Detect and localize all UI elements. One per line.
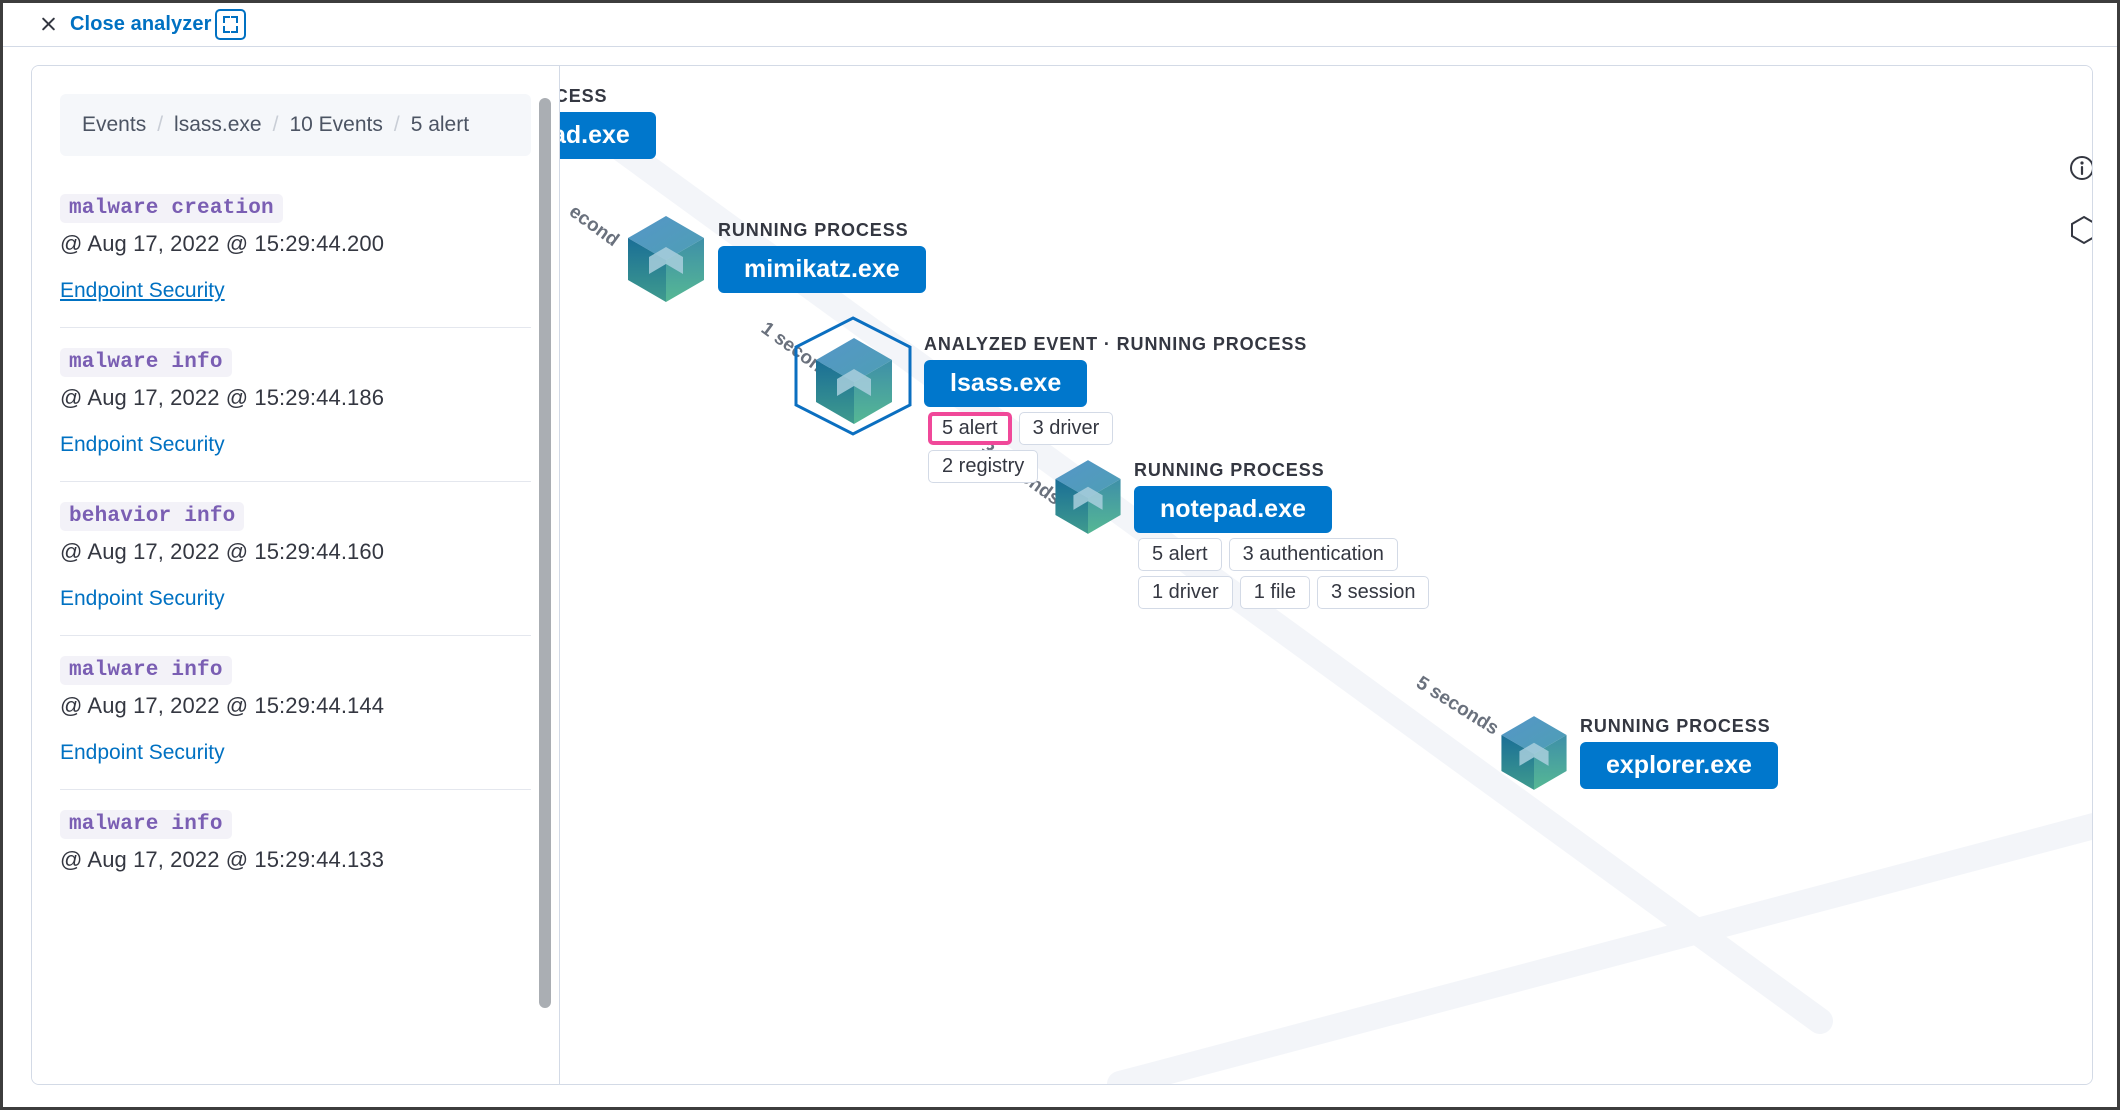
node-kind: ROCESS <box>560 86 608 106</box>
node-pill-alert[interactable]: 5 alert <box>1138 538 1222 571</box>
breadcrumb-item[interactable]: 10 Events <box>289 113 383 136</box>
node-pill-driver[interactable]: 1 driver <box>1138 576 1233 609</box>
event-source-link[interactable]: Endpoint Security <box>60 279 225 302</box>
event-list-item[interactable]: malware info @ Aug 17, 2022 @ 15:29:44.14… <box>60 636 531 790</box>
event-list-item[interactable]: malware info @ Aug 17, 2022 @ 15:29:44.18… <box>60 328 531 482</box>
event-timestamp: @ Aug 17, 2022 @ 15:29:44.144 <box>60 693 385 718</box>
event-kind-badge: behavior info <box>60 502 245 531</box>
event-source-link[interactable]: Endpoint Security <box>60 741 225 764</box>
breadcrumb-separator: / <box>157 113 164 136</box>
info-icon[interactable] <box>2068 154 2092 182</box>
breadcrumb: Events / lsass.exe / 10 Events / 5 alert <box>60 94 531 156</box>
node-pill-session[interactable]: 3 session <box>1316 576 1430 609</box>
event-timestamp: @ Aug 17, 2022 @ 15:29:44.200 <box>60 231 385 256</box>
node-kind: RUNNING PROCESS <box>1134 460 1325 480</box>
node-title[interactable]: lsass.exe <box>924 360 1088 407</box>
node-pill-file[interactable]: 1 file <box>1239 576 1310 609</box>
process-cube-icon <box>816 338 892 424</box>
fullscreen-icon[interactable] <box>215 9 247 40</box>
event-timestamp: @ Aug 17, 2022 @ 15:29:44.160 <box>60 539 385 564</box>
node-title[interactable]: mimikatz.exe <box>718 246 926 293</box>
process-cube-icon <box>1055 460 1121 534</box>
event-list-item[interactable]: behavior info @ Aug 17, 2022 @ 15:29:44.1… <box>60 482 531 636</box>
event-kind-badge: malware creation <box>60 194 283 223</box>
node-pill-registry[interactable]: 2 registry <box>928 450 1039 483</box>
event-list: malware creation @ Aug 17, 2022 @ 15:29:4… <box>60 174 531 897</box>
process-cube-icon <box>628 216 704 302</box>
breadcrumb-item[interactable]: lsass.exe <box>174 113 262 136</box>
event-timestamp: @ Aug 17, 2022 @ 15:29:44.133 <box>60 847 385 872</box>
node-title[interactable]: notepad.exe <box>1134 486 1332 533</box>
node-pill-alert[interactable]: 5 alert <box>928 412 1012 445</box>
node-pill-driver[interactable]: 3 driver <box>1018 412 1114 445</box>
process-cube-icon <box>1501 716 1567 790</box>
breadcrumb-separator: / <box>393 113 400 136</box>
analyzer-toolbar: Close analyzer <box>3 3 2117 47</box>
event-kind-badge: malware info <box>60 810 232 839</box>
process-graph-canvas[interactable]: econd 1 second 3 seconds 5 seconds ROCES… <box>560 66 2092 1084</box>
node-kind: RUNNING PROCESS <box>1580 716 1771 736</box>
close-analyzer-button[interactable]: Close analyzer <box>40 13 211 36</box>
event-kind-badge: malware info <box>60 348 232 377</box>
breadcrumb-item[interactable]: Events <box>82 113 147 136</box>
breadcrumb-separator: / <box>272 113 279 136</box>
node-kind: RUNNING PROCESS <box>718 220 909 240</box>
event-timestamp: @ Aug 17, 2022 @ 15:29:44.186 <box>60 385 385 410</box>
event-list-item[interactable]: malware creation @ Aug 17, 2022 @ 15:29:4… <box>60 174 531 328</box>
node-title[interactable]: ad.exe <box>560 112 656 159</box>
event-list-sidebar: Events / lsass.exe / 10 Events / 5 alert malwa… <box>32 66 560 1084</box>
event-source-link[interactable]: Endpoint Security <box>60 587 225 610</box>
sidebar-scrollbar-thumb[interactable] <box>539 98 551 1008</box>
close-icon <box>40 16 57 33</box>
event-kind-badge: malware info <box>60 656 232 685</box>
analyzer-panel: Events / lsass.exe / 10 Events / 5 alert malwa… <box>31 65 2093 1085</box>
node-kind: ANALYZED EVENT · RUNNING PROCESS <box>924 334 1308 354</box>
node-pill-authentication[interactable]: 3 authentication <box>1228 538 1398 571</box>
breadcrumb-item[interactable]: 5 alert <box>410 113 470 136</box>
event-list-item[interactable]: malware info @ Aug 17, 2022 @ 15:29:44.13… <box>60 790 531 897</box>
hexagon-icon[interactable] <box>2068 214 2092 246</box>
sidebar-scrollbar[interactable] <box>539 80 551 1072</box>
close-analyzer-label: Close analyzer <box>70 13 212 35</box>
node-title[interactable]: explorer.exe <box>1580 742 1778 789</box>
event-source-link[interactable]: Endpoint Security <box>60 433 225 456</box>
analyzed-event-hexagon-icon <box>794 316 912 436</box>
edge-label: econd <box>565 201 623 251</box>
